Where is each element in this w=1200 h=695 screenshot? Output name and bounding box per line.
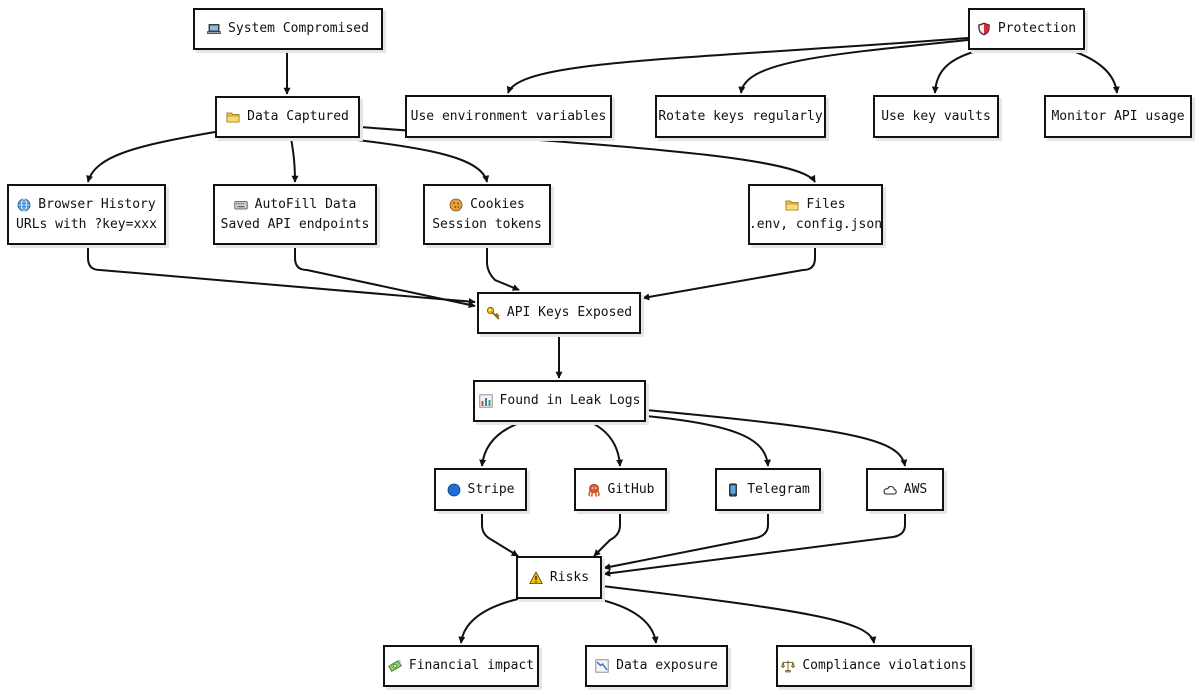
node-autofill-label: AutoFill Data — [254, 196, 357, 212]
mobile-phone-icon — [726, 482, 740, 497]
node-telegram: Telegram — [715, 468, 821, 511]
node-system-compromised-label: System Compromised — [228, 21, 369, 36]
scales-icon — [781, 659, 796, 673]
edge-aws-to-risks — [603, 511, 906, 577]
node-risks-label: Risks — [549, 569, 590, 585]
cookie-icon — [449, 198, 463, 212]
money-icon — [388, 659, 402, 673]
node-files-label: Files — [806, 196, 846, 212]
edge-data-captured-to-browser-history — [86, 131, 216, 183]
keyboard-icon — [234, 198, 248, 212]
node-autofill: AutoFill Data Saved API endpoints — [213, 184, 377, 245]
node-cookies-sublabel: Session tokens — [432, 216, 542, 232]
node-data-exposure-label: Data exposure — [616, 658, 718, 673]
edge-files-to-api-keys — [642, 245, 816, 301]
node-autofill-sublabel: Saved API endpoints — [220, 216, 370, 232]
edge-telegram-to-risks — [603, 511, 769, 571]
edge-risks-to-financial — [458, 598, 519, 644]
folder-icon — [226, 110, 240, 124]
node-aws: AWS — [866, 468, 944, 511]
edge-data-captured-to-autofill — [290, 137, 299, 183]
edge-risks-to-compliance — [601, 585, 877, 644]
node-leak-logs-label: Found in Leak Logs — [499, 393, 641, 408]
node-key-vaults: Use key vaults — [873, 95, 999, 138]
folder-icon — [785, 198, 799, 212]
warning-icon — [529, 571, 543, 585]
node-monitor-api: Monitor API usage — [1044, 95, 1192, 138]
node-leak-logs: Found in Leak Logs — [473, 380, 646, 422]
node-data-captured-label: Data Captured — [247, 109, 349, 124]
node-protection-label: Protection — [997, 21, 1077, 36]
node-risks: Risks — [516, 556, 602, 599]
edge-leak-logs-to-telegram — [645, 415, 772, 467]
node-files-sublabel: .env, config.json — [748, 216, 883, 232]
edge-autofill-to-api-keys — [294, 245, 476, 309]
node-api-keys-label: API Keys Exposed — [506, 305, 633, 320]
node-github: GitHub — [574, 468, 667, 511]
edge-protection-to-env-vars — [506, 37, 969, 94]
node-compliance: Compliance violations — [776, 645, 972, 687]
node-stripe-label: Stripe — [467, 481, 515, 497]
globe-icon — [17, 198, 31, 212]
edge-risks-to-data-exposure — [597, 598, 659, 644]
node-cookies-label: Cookies — [470, 196, 525, 212]
edge-protection-to-rotate-keys — [738, 39, 969, 94]
node-browser-history-sublabel: URLs with ?key=xxx — [16, 216, 157, 232]
octopus-icon — [587, 483, 601, 497]
node-financial: Financial impact — [383, 645, 539, 687]
node-files: Files .env, config.json — [748, 184, 883, 245]
node-rotate-keys: Rotate keys regularly — [655, 95, 826, 138]
shield-icon — [977, 22, 991, 36]
edge-github-to-risks — [593, 511, 621, 557]
edge-leak-logs-to-stripe — [479, 421, 523, 467]
node-monitor-api-label: Monitor API usage — [1051, 108, 1185, 124]
edge-data-captured-to-cookies — [339, 137, 490, 183]
laptop-icon — [207, 22, 221, 36]
node-github-label: GitHub — [607, 481, 655, 497]
node-browser-history: Browser History URLs with ?key=xxx — [7, 184, 166, 245]
node-cookies: Cookies Session tokens — [423, 184, 551, 245]
node-telegram-label: Telegram — [747, 481, 810, 497]
cloud-icon — [883, 483, 897, 497]
edge-protection-to-key-vaults — [931, 49, 981, 94]
key-icon — [486, 306, 500, 320]
edge-stripe-to-risks — [481, 511, 519, 557]
node-data-exposure: Data exposure — [585, 645, 728, 687]
node-api-keys: API Keys Exposed — [477, 292, 641, 334]
chart-down-icon — [595, 659, 609, 673]
node-browser-history-label: Browser History — [38, 196, 156, 212]
node-protection: Protection — [968, 8, 1085, 50]
node-env-vars-label: Use environment variables — [410, 108, 607, 124]
bar-chart-icon — [478, 394, 493, 408]
edge-browser-history-to-api-keys — [87, 245, 476, 305]
node-stripe: Stripe — [434, 468, 527, 511]
edge-protection-to-monitor-api — [1069, 49, 1120, 94]
node-aws-label: AWS — [903, 481, 928, 497]
node-rotate-keys-label: Rotate keys regularly — [658, 108, 823, 124]
edge-leak-logs-to-aws — [645, 409, 908, 467]
edge-cookies-to-api-keys — [486, 245, 520, 291]
node-financial-label: Financial impact — [408, 658, 535, 673]
blue-circle-icon — [447, 483, 461, 497]
edge-leak-logs-to-github — [589, 421, 624, 467]
node-env-vars: Use environment variables — [405, 95, 612, 138]
node-key-vaults-label: Use key vaults — [881, 108, 991, 124]
node-compliance-label: Compliance violations — [802, 658, 967, 673]
node-data-captured: Data Captured — [215, 96, 360, 138]
node-system-compromised: System Compromised — [193, 8, 383, 50]
